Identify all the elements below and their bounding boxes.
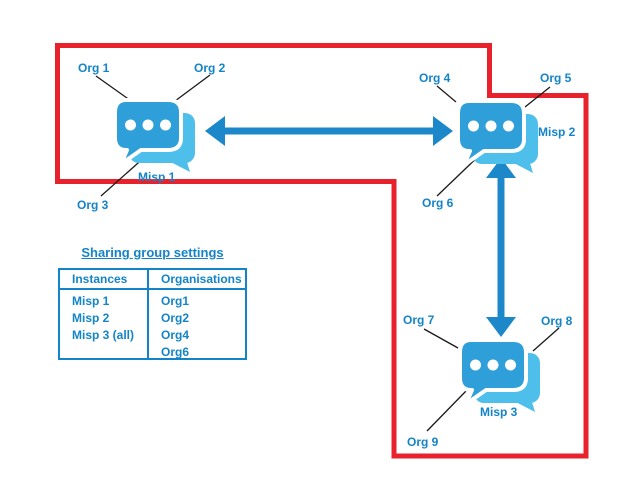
misp2-icon <box>456 99 538 173</box>
sharing-group-settings-title: Sharing group settings <box>81 245 224 260</box>
connector-org2-misp1 <box>170 74 211 105</box>
sharing-group-boundary <box>55 43 589 459</box>
misp3-dot <box>470 359 481 371</box>
misp1-front-bubble <box>113 98 183 166</box>
table-cell-instance-empty <box>60 344 147 361</box>
table-column-instances: Instances Misp 1 Misp 2 Misp 3 (all) <box>60 270 147 358</box>
misp1-dot <box>125 119 136 131</box>
label-org6: Org 6 <box>422 196 454 210</box>
connector-org8-misp3 <box>532 327 560 352</box>
label-org3: Org 3 <box>77 198 109 212</box>
org-connector-lines <box>95 74 560 432</box>
misp3-front-bubble <box>458 338 528 406</box>
table-cell-instance: Misp 1 <box>72 294 110 308</box>
misp1-dot <box>142 119 154 131</box>
misp2-dot <box>503 120 514 132</box>
misp1-icon <box>113 98 195 172</box>
label-misp1: Misp 1 <box>138 170 176 184</box>
label-org2: Org 2 <box>194 61 226 75</box>
misp2-front-bubble <box>456 99 526 167</box>
label-org9: Org 9 <box>407 435 439 449</box>
sync-arrow-misp2-misp3 <box>486 158 516 337</box>
label-org8: Org 8 <box>541 314 573 328</box>
misp1-dot <box>160 119 171 131</box>
table-cell-instance: Misp 2 <box>72 311 110 325</box>
sync-arrow-misp1-misp2 <box>205 116 453 146</box>
instances-cells: Misp 1 Misp 2 Misp 3 (all) <box>60 290 147 361</box>
label-org1: Org 1 <box>78 61 110 75</box>
connector-org9-misp3 <box>426 389 468 432</box>
column-header-instances: Instances <box>60 270 147 290</box>
label-misp3: Misp 3 <box>480 405 518 419</box>
organisations-cells: Org1 Org2 Org4 Org6 <box>149 290 245 361</box>
table-cell-organisation: Org6 <box>161 345 190 359</box>
misp3-icon <box>458 338 540 412</box>
misp3-dot <box>505 359 516 371</box>
label-misp2: Misp 2 <box>538 125 576 139</box>
table-cell-organisation: Org1 <box>161 294 190 308</box>
sharing-group-settings-table: Instances Misp 1 Misp 2 Misp 3 (all) Org… <box>58 268 247 360</box>
table-cell-organisation: Org4 <box>161 328 190 342</box>
table-column-organisations: Organisations Org1 Org2 Org4 Org6 <box>147 270 245 361</box>
label-org5: Org 5 <box>540 71 572 85</box>
connector-org7-misp3 <box>423 328 459 349</box>
misp3-dot <box>487 359 499 371</box>
connector-org4-misp2 <box>436 85 457 103</box>
table-cell-organisation: Org2 <box>161 311 190 325</box>
label-org4: Org 4 <box>419 71 451 85</box>
column-header-organisations: Organisations <box>149 270 245 290</box>
label-org7: Org 7 <box>403 313 435 327</box>
misp2-dot <box>485 120 497 132</box>
table-cell-instance: Misp 3 (all) <box>72 328 135 342</box>
misp2-dot <box>468 120 479 132</box>
